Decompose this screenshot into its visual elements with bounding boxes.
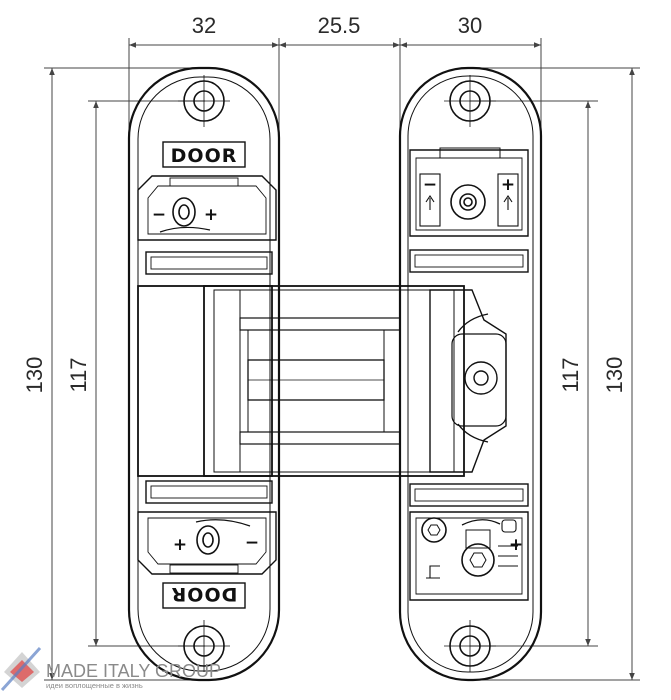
door-label-box-top bbox=[162, 141, 246, 168]
dim-gap: 25.5 bbox=[318, 13, 361, 38]
door-label-top: DOOR bbox=[171, 145, 238, 167]
dim-width-right: 30 bbox=[458, 13, 482, 38]
plus-sign-bottom-right: + bbox=[509, 535, 523, 555]
plus-sign-bottom-left: + bbox=[173, 535, 187, 555]
dimension-lines bbox=[44, 38, 640, 681]
plus-sign-top-left: + bbox=[204, 205, 218, 225]
plus-sign-top-right: + bbox=[501, 175, 515, 195]
watermark: MADE ITALY GROUP идеи воплощенные в жизн… bbox=[0, 646, 221, 692]
door-label-box-bottom bbox=[162, 582, 246, 609]
watermark-tagline: идеи воплощенные в жизнь bbox=[46, 681, 143, 690]
dim-height-total-right: 130 bbox=[602, 357, 627, 394]
right-plate bbox=[398, 66, 543, 682]
door-label-bottom: DOOR bbox=[171, 583, 238, 605]
dim-height-total-left: 130 bbox=[22, 357, 47, 394]
dim-height-screws-right: 117 bbox=[558, 357, 583, 392]
minus-sign-top-left: − bbox=[152, 205, 166, 225]
dim-width-left: 32 bbox=[192, 13, 216, 38]
brand-logo-icon bbox=[0, 646, 42, 692]
minus-sign-top-right: − bbox=[423, 175, 437, 195]
dim-height-screws-left: 117 bbox=[66, 357, 91, 392]
center-body bbox=[137, 285, 507, 477]
watermark-brand: MADE ITALY GROUP bbox=[46, 661, 221, 681]
left-plate bbox=[127, 66, 281, 682]
minus-sign-bottom-left: − bbox=[245, 533, 259, 553]
